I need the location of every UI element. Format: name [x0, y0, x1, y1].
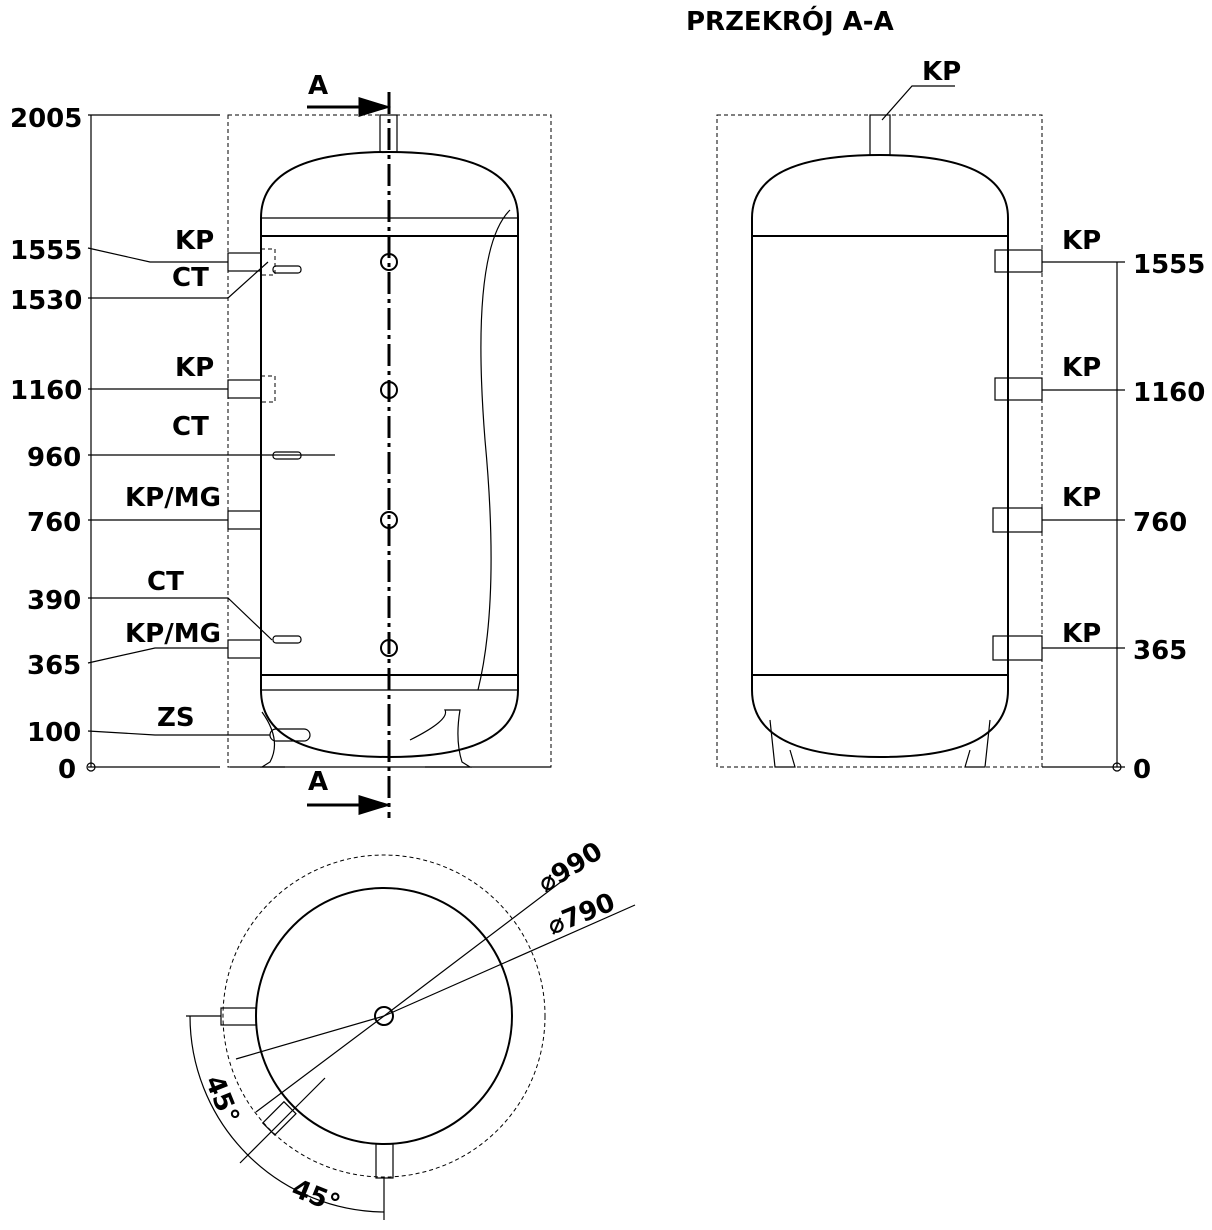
height-label: 760 — [1133, 508, 1187, 538]
section-arrow-top — [307, 96, 392, 118]
section-arrow-bottom — [307, 794, 392, 816]
section-view: KP KP KP KP KP 1555 1160 760 365 0 — [716, 57, 1205, 785]
height-label: 1555 — [10, 236, 82, 266]
callout-label: KP/MG — [125, 619, 221, 649]
callout-label: CT — [172, 263, 209, 293]
callout-label: KP — [1062, 619, 1101, 649]
callout-label: ZS — [157, 703, 195, 733]
section-title: PRZEKRÓJ A-A — [686, 5, 894, 37]
height-label: 1160 — [10, 376, 82, 406]
callout-label: KP — [922, 57, 961, 87]
height-label: 1530 — [10, 286, 82, 316]
height-label: 390 — [27, 586, 81, 616]
height-label: 100 — [27, 718, 81, 748]
top-nozzle — [379, 114, 398, 153]
height-label: 0 — [1133, 755, 1151, 785]
angle-label: 45° — [287, 1174, 344, 1220]
height-label: 365 — [27, 651, 81, 681]
callout-label: CT — [147, 567, 184, 597]
callout-label: KP — [1062, 226, 1101, 256]
leader-lines — [87, 114, 335, 736]
height-label: 0 — [58, 755, 76, 785]
section-marker-bottom: A — [308, 767, 328, 797]
callout-label: KP — [1062, 483, 1101, 513]
front-view: A A 2005 1555 1530 — [10, 71, 552, 818]
height-label: 1555 — [1133, 250, 1205, 280]
callout-label: KP — [175, 226, 214, 256]
height-label: 2005 — [10, 104, 82, 134]
diameter-label: ⌀790 — [543, 887, 619, 941]
height-label: 760 — [27, 508, 81, 538]
top-view: ⌀990 ⌀790 45° 45° — [186, 836, 636, 1220]
diameter-label: ⌀990 — [533, 836, 608, 899]
height-label: 365 — [1133, 636, 1187, 666]
callout-label: CT — [172, 412, 209, 442]
tank-outline — [260, 150, 519, 759]
height-label: 960 — [27, 443, 81, 473]
insulation-curve — [477, 209, 511, 691]
section-marker-top: A — [308, 71, 328, 101]
callout-label: KP — [1062, 353, 1101, 383]
height-label: 1160 — [1133, 378, 1205, 408]
angle-label: 45° — [199, 1071, 245, 1128]
callout-label: KP/MG — [125, 483, 221, 513]
callout-label: KP — [175, 353, 214, 383]
